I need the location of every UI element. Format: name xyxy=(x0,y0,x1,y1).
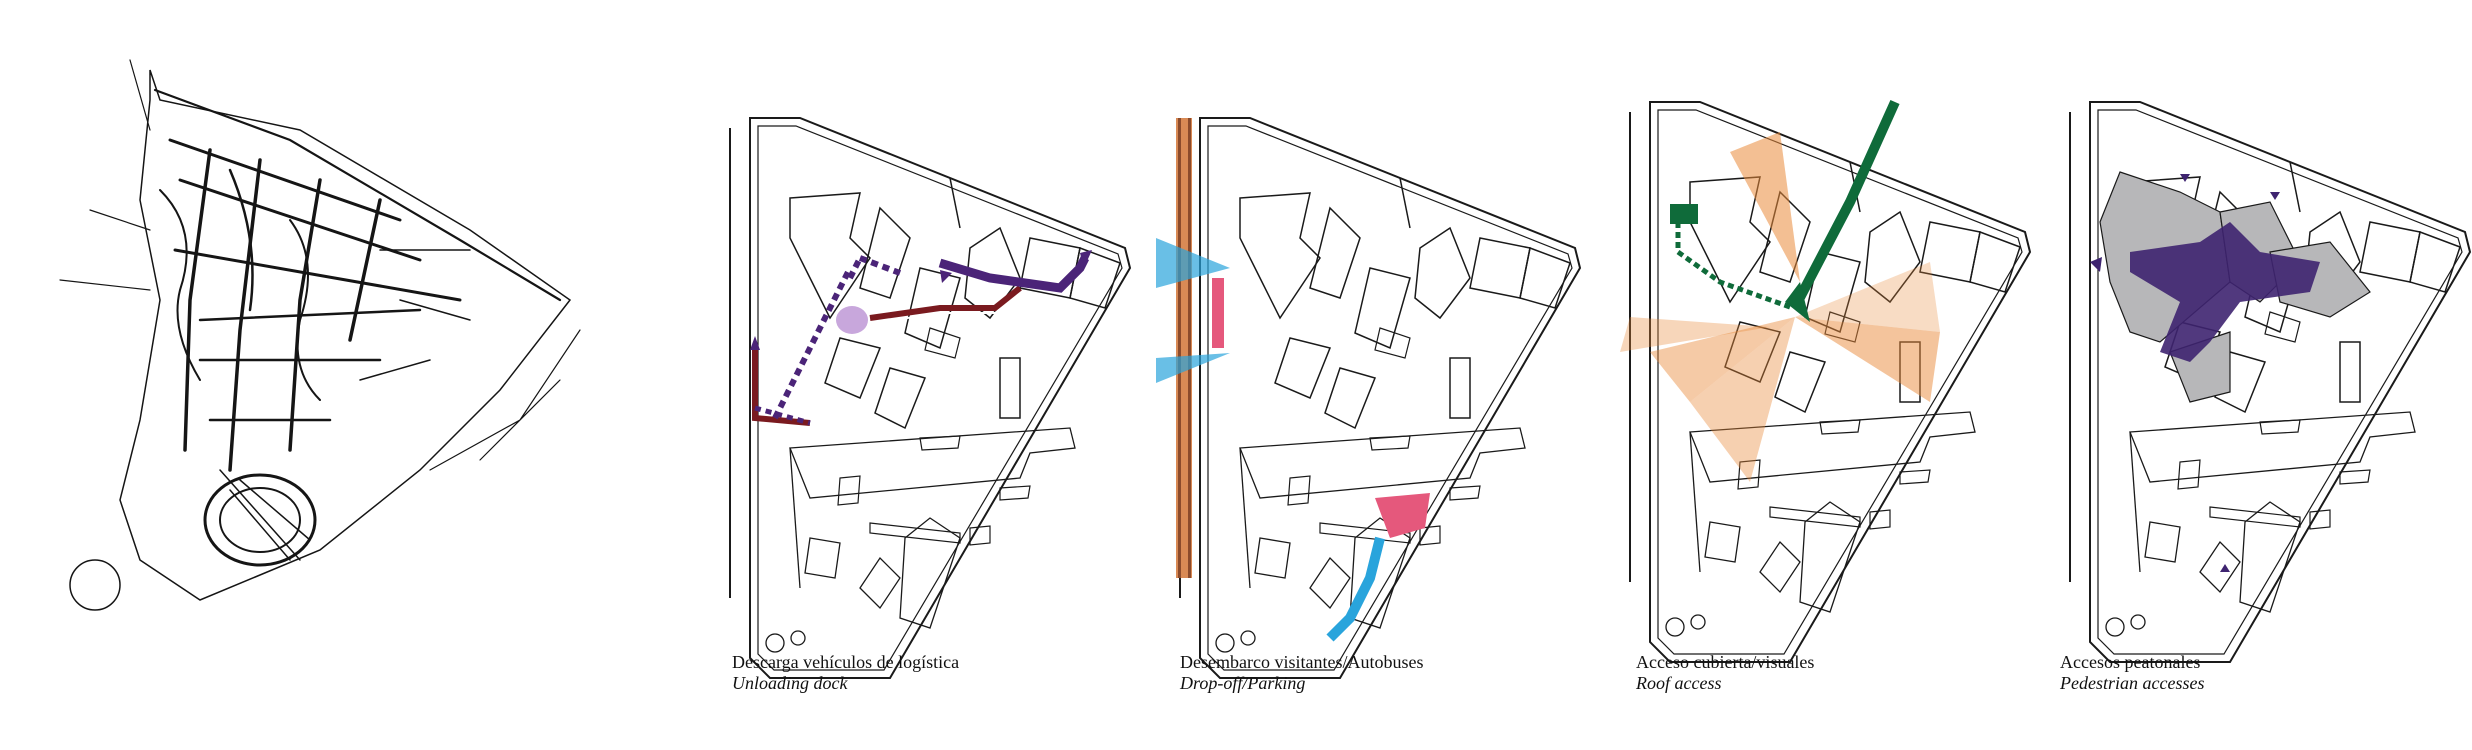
view-cone xyxy=(1795,317,1940,402)
arrow-marker xyxy=(750,336,760,350)
entry-marker xyxy=(2180,174,2190,182)
site-sketch xyxy=(59,59,581,611)
view-cone xyxy=(1650,317,1795,402)
view-cone xyxy=(1730,132,1800,282)
view-cone xyxy=(1795,262,1940,332)
caption-english: Unloading dock xyxy=(732,673,848,693)
view-cone xyxy=(1690,317,1795,482)
parking-area xyxy=(1375,493,1430,538)
caption-english: Pedestrian accesses xyxy=(2060,673,2205,693)
entry-marker xyxy=(2270,192,2280,200)
view-cone xyxy=(1620,317,1770,352)
caption-spanish: Accesos peatonales xyxy=(2060,652,2201,672)
caption-pedestrian: Accesos peatonales Pedestrian accesses xyxy=(2060,652,2204,694)
caption-spanish: Desembarco visitantes/Autobuses xyxy=(1180,652,1424,672)
pedestrian-paths xyxy=(2130,222,2320,362)
caption-roof-access: Acceso cubierta/visuales Roof access xyxy=(1636,652,1814,694)
caption-dropoff: Desembarco visitantes/Autobuses Drop-off… xyxy=(1180,652,1423,694)
diagram-logistics xyxy=(729,117,1131,679)
diagram-pedestrian xyxy=(2069,101,2471,663)
caption-logistics: Descarga vehículos de logística Unloadin… xyxy=(732,652,959,694)
arrow-marker xyxy=(940,270,952,283)
caption-spanish: Descarga vehículos de logística xyxy=(732,652,960,672)
caption-english: Roof access xyxy=(1636,673,1722,693)
drop-off-lane xyxy=(1212,278,1224,348)
entry-marker xyxy=(2090,257,2102,272)
diagram-dropoff xyxy=(1156,117,1581,679)
entry-marker xyxy=(2220,564,2230,572)
bus-stop-zone xyxy=(1156,353,1230,383)
unloading-zone xyxy=(836,306,868,334)
caption-english: Drop-off/Parking xyxy=(1180,673,1306,693)
caption-spanish: Acceso cubierta/visuales xyxy=(1636,652,1815,672)
diagram-roof-access xyxy=(1620,99,2031,663)
arrow-marker xyxy=(1080,250,1092,268)
roof-access-point xyxy=(1670,204,1698,224)
bus-stop-zone xyxy=(1156,238,1230,288)
